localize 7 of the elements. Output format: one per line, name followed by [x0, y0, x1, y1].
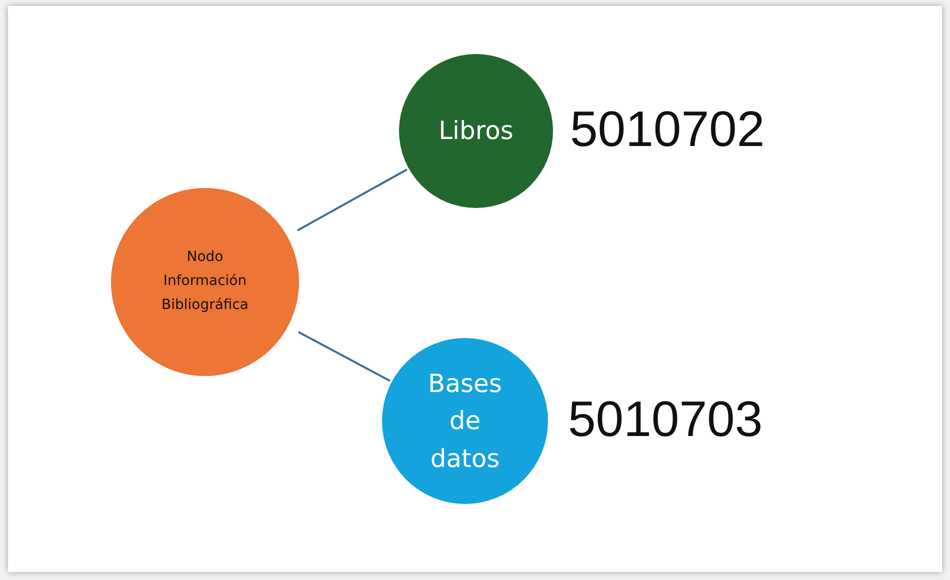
node-label: Bases de datos	[427, 368, 503, 475]
node-label: Libros	[438, 115, 514, 148]
connector-line	[298, 331, 391, 382]
connector-line	[297, 168, 408, 232]
node-label: Nodo Información Bibliográfica	[160, 248, 250, 315]
code-number: 5010702	[570, 100, 765, 158]
code-number: 5010703	[568, 390, 763, 448]
